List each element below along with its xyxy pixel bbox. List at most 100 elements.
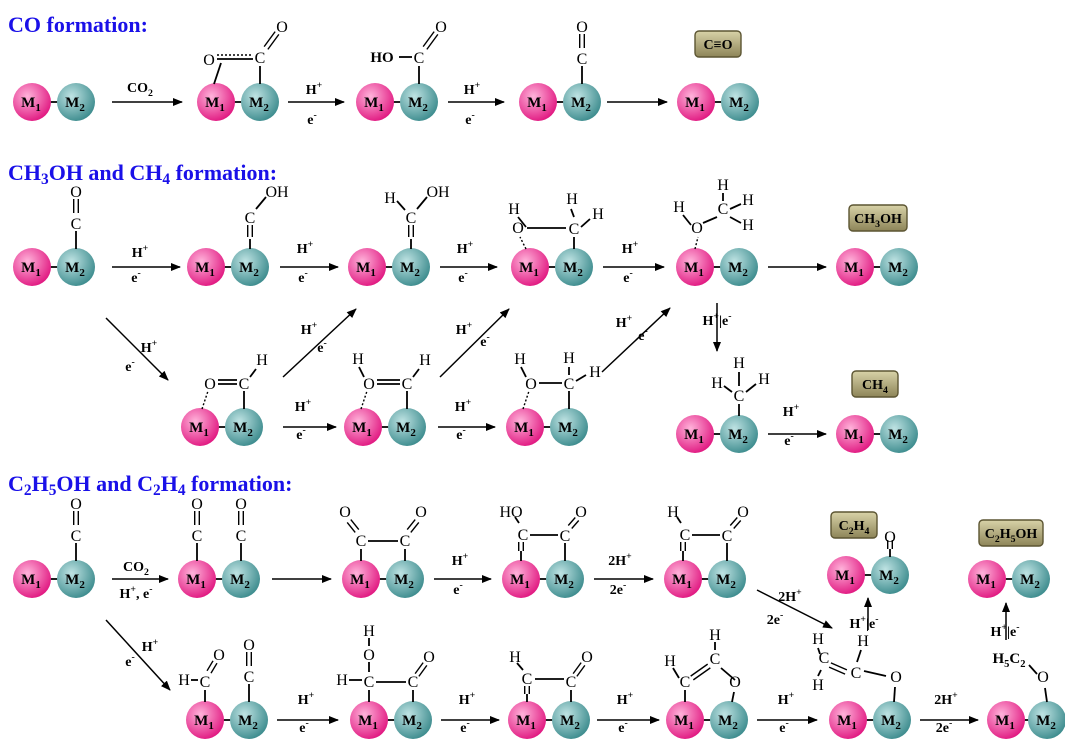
text-span: M xyxy=(718,713,732,729)
metal-m2-label: M2 xyxy=(233,420,253,439)
text-span: + xyxy=(789,690,795,701)
atom-label: O xyxy=(512,220,524,237)
metal-m2-sphere xyxy=(1028,701,1065,739)
atom-label: O xyxy=(737,504,749,521)
product-co-box xyxy=(694,30,742,58)
reagent-e: e-​ xyxy=(299,718,308,736)
text-span: M xyxy=(879,568,893,584)
text-span: 1 xyxy=(35,579,41,591)
product-ch3oh-box xyxy=(848,204,908,232)
metal-m1-label: M1 xyxy=(685,95,705,114)
atom-label: H xyxy=(563,350,575,367)
text-span: OH xyxy=(880,212,902,227)
metal-m2-label: M2 xyxy=(560,713,580,732)
text-span: e xyxy=(299,721,305,736)
atom-label: O xyxy=(363,376,375,393)
bond xyxy=(702,216,718,224)
text-span: e xyxy=(125,360,131,375)
text-span: - xyxy=(790,431,793,442)
text-span: C≡O xyxy=(704,38,733,53)
atom-label: C xyxy=(851,665,862,682)
text-span: M xyxy=(837,713,851,729)
text-span: M xyxy=(516,713,530,729)
atom-label: H xyxy=(758,371,770,388)
text-span: + xyxy=(466,397,472,408)
metal-m2: M2 xyxy=(57,83,95,121)
reagent-h: H+​ xyxy=(456,320,473,338)
metal-m1: M1 xyxy=(519,83,557,121)
text-span: e xyxy=(618,721,624,736)
metal-m2-label: M2 xyxy=(881,713,901,732)
metal-m1-label: M1 xyxy=(352,420,372,439)
metal-m2-sphere xyxy=(552,701,590,739)
metal-m2: M2 xyxy=(231,248,269,286)
bond xyxy=(729,203,742,210)
reagent-h: H+​ xyxy=(132,243,149,261)
text-span: 2 xyxy=(893,575,899,587)
text-span: HO xyxy=(370,50,393,66)
text-span: + xyxy=(860,614,866,625)
metal-m2-label: M2 xyxy=(563,260,583,279)
text-span: 4 xyxy=(865,526,870,537)
text-span: e xyxy=(623,271,629,286)
text-span: - xyxy=(623,580,626,591)
text-span: H xyxy=(783,405,794,420)
text-span: M xyxy=(65,95,79,111)
bond xyxy=(255,196,267,210)
bond xyxy=(856,649,862,663)
text-span: M xyxy=(728,260,742,276)
metal-m2: M2 xyxy=(1028,701,1065,739)
reagent-h: H+​ xyxy=(617,690,634,708)
text-span: M xyxy=(729,95,743,111)
atom-label: H xyxy=(363,623,375,640)
atom-label: H xyxy=(812,677,824,694)
reagent-h: H+​ xyxy=(622,239,639,257)
metal-m1-label: M1 xyxy=(684,427,704,446)
text-span: H xyxy=(457,242,468,257)
metal-m2-sphere xyxy=(873,701,911,739)
metal-m1-sphere xyxy=(836,415,874,453)
metal-m1-sphere xyxy=(676,415,714,453)
bond xyxy=(720,667,736,681)
metal-m2: M2 xyxy=(400,83,438,121)
bond xyxy=(672,667,680,679)
atom-label: O xyxy=(884,529,896,546)
text-span: 2 xyxy=(1020,659,1025,670)
atom-label: O xyxy=(235,496,247,513)
reagent-co2: CO2​ xyxy=(123,560,149,578)
metal-m2-sphere xyxy=(880,415,918,453)
text-span: M xyxy=(716,572,730,588)
atom-label: H xyxy=(742,192,754,209)
text-span: 1 xyxy=(203,427,209,439)
atom-label: C xyxy=(518,527,529,544)
text-span: CH xyxy=(8,160,41,185)
metal-m1: M1 xyxy=(197,83,235,121)
reagent-e: e-​ xyxy=(125,357,134,375)
metal-m1: M1 xyxy=(502,560,540,598)
reaction-arrow xyxy=(439,308,510,378)
text-span: 2 xyxy=(414,267,420,279)
text-span: M xyxy=(844,427,858,443)
text-span: H xyxy=(141,341,152,356)
reagent-2e: 2e-​ xyxy=(767,610,783,628)
atom-label: C xyxy=(680,674,691,691)
text-span: 2e xyxy=(936,721,949,736)
metal-m1-label: M1 xyxy=(684,260,704,279)
reaction-arrow xyxy=(601,307,671,373)
text-span: M xyxy=(352,420,366,436)
text-span: e xyxy=(456,428,462,443)
text-span: - xyxy=(785,718,788,729)
metal-m1: M1 xyxy=(348,248,386,286)
metal-m2: M2 xyxy=(1012,560,1050,598)
metal-m1-label: M1 xyxy=(510,572,530,591)
atom-label: H xyxy=(419,352,431,369)
atom-label: O xyxy=(575,504,587,521)
text-span: 2 xyxy=(79,267,85,279)
text-span: H xyxy=(301,323,312,338)
metal-m1-label: M1 xyxy=(995,713,1015,732)
metal-m2-sphere xyxy=(1012,560,1050,598)
text-span: H xyxy=(161,471,178,496)
text-span: + xyxy=(317,80,323,91)
text-span: H xyxy=(306,83,317,98)
metal-m1-label: M1 xyxy=(21,572,41,591)
